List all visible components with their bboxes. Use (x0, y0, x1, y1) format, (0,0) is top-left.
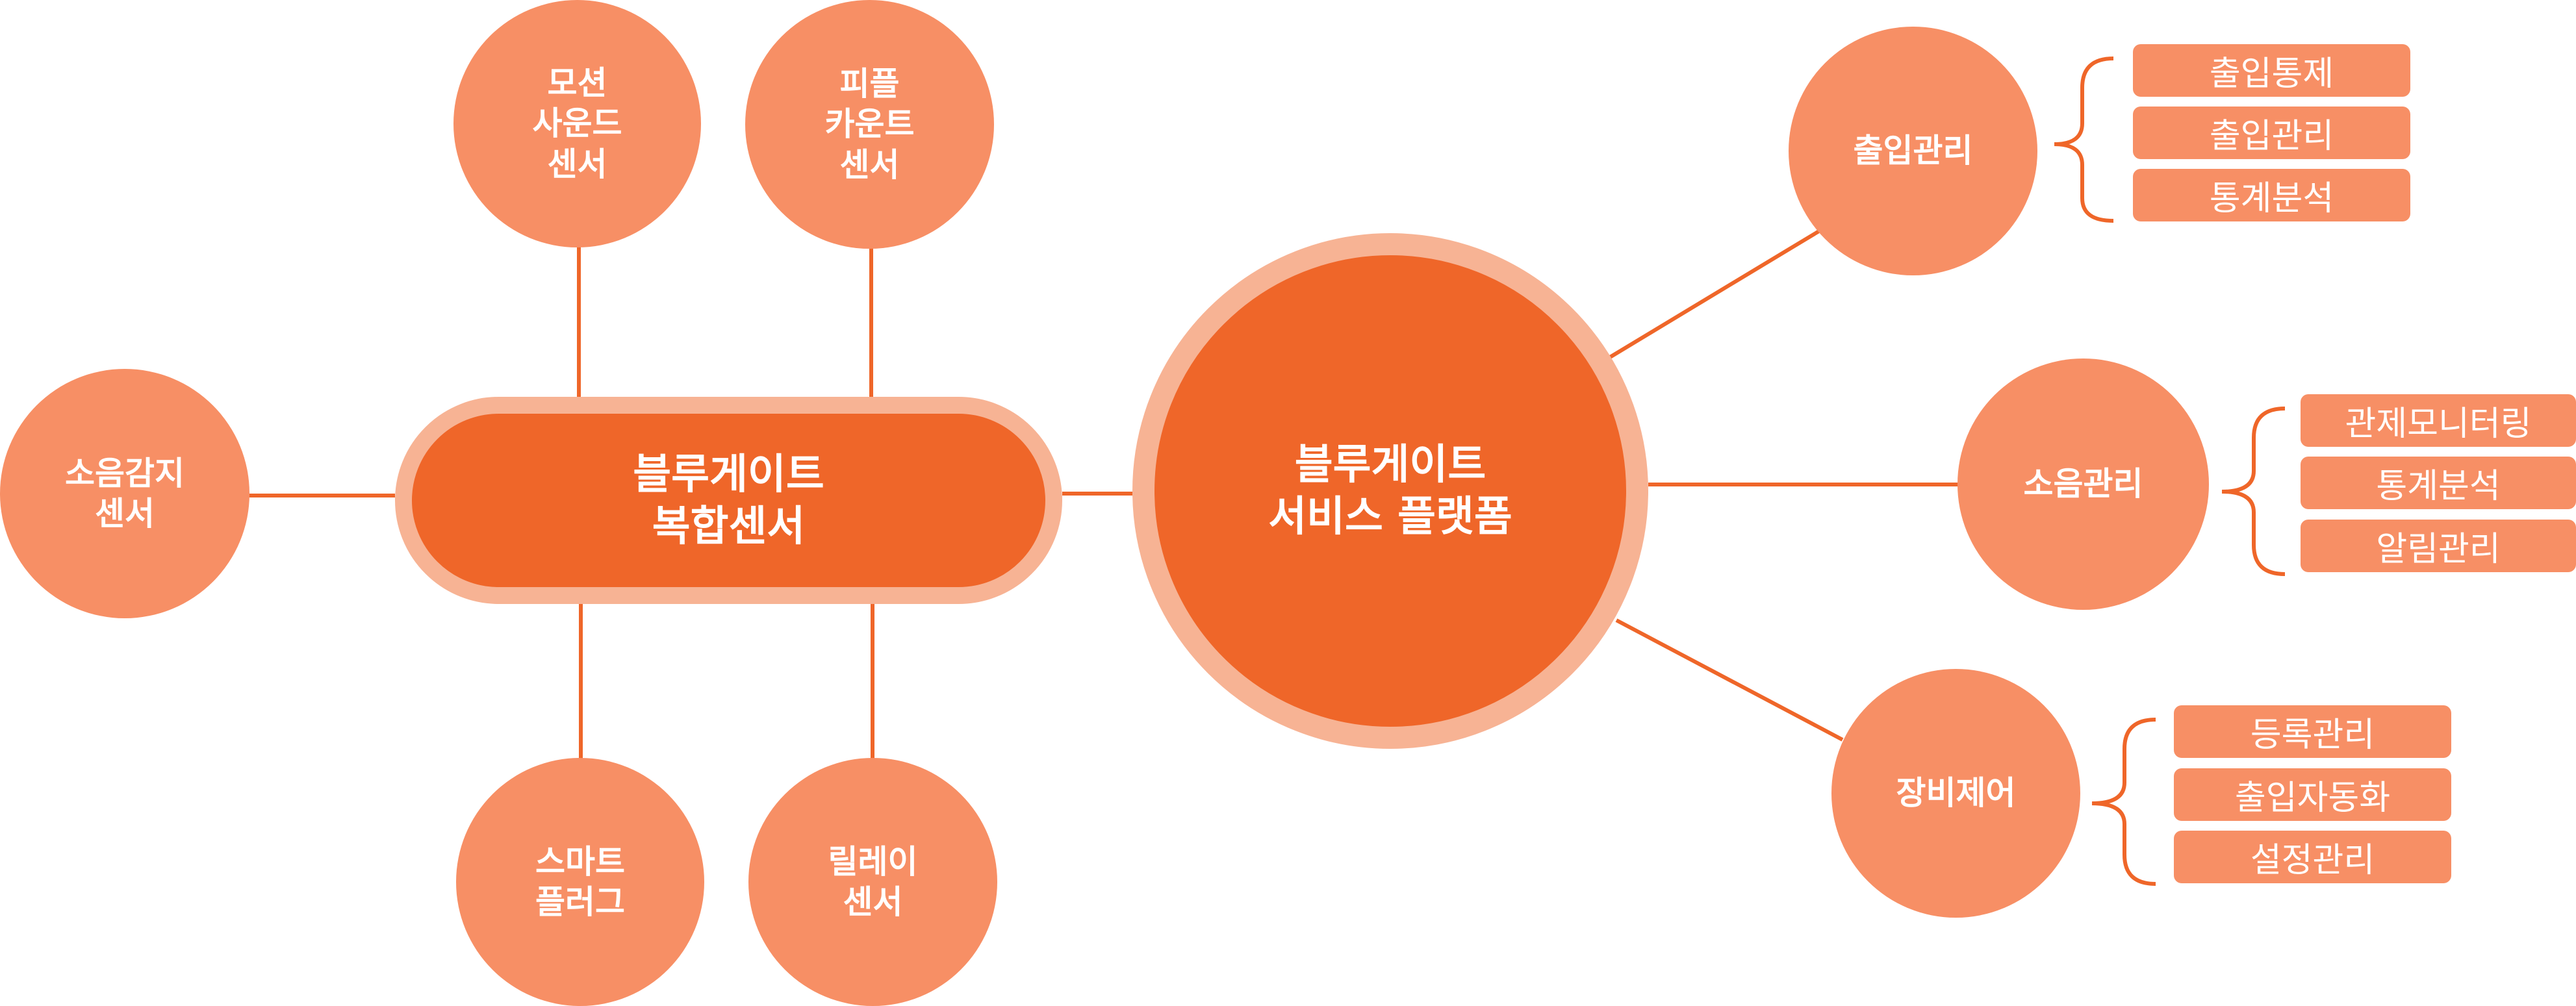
connector-device-control (1615, 618, 1844, 742)
people-count-sensor-node: 피플 카운트 센서 (745, 0, 994, 249)
noise-management-node: 소음관리 (1958, 358, 2209, 610)
node-label-line: 플러그 (535, 883, 625, 921)
node-label-line: 카운트 (824, 105, 915, 144)
connector-access-management (1609, 228, 1822, 359)
subitem-noise-statistics: 통계분석 (2301, 457, 2576, 509)
brace-device-control (2091, 718, 2156, 886)
subitem-alert-management: 알림관리 (2301, 520, 2576, 572)
subitem-settings: 설정관리 (2174, 831, 2451, 883)
relay-sensor-node: 릴레이 센서 (748, 758, 997, 1006)
device-control-node: 장비제어 (1831, 669, 2080, 918)
node-label-line: 센서 (843, 883, 903, 921)
subitem-access-control: 출입통제 (2133, 44, 2410, 97)
node-label-line: 릴레이 (828, 842, 918, 881)
node-label-line: 소음감지 (65, 454, 185, 492)
node-label-line: 피플 (839, 64, 900, 103)
sensor-hub-title-line: 복합센서 (652, 502, 806, 551)
smart-plug-node: 스마트 플러그 (456, 758, 704, 1006)
service-label: 출입관리 (1853, 132, 1973, 170)
node-label-line: 모션 (547, 64, 607, 102)
brace-access-management (2054, 57, 2114, 223)
sensor-hub: 블루게이트 복합센서 (395, 397, 1062, 604)
subitem-registration: 등록관리 (2174, 705, 2451, 758)
subitem-monitoring: 관제모니터링 (2301, 394, 2576, 447)
node-label-line: 센서 (95, 495, 155, 533)
access-management-node: 출입관리 (1789, 27, 2037, 275)
subitem-access-management: 출입관리 (2133, 107, 2410, 159)
node-label-line: 사운드 (532, 105, 622, 143)
platform-hub-title-line: 블루게이트 (1294, 441, 1486, 489)
node-label-line: 센서 (547, 145, 607, 183)
subitem-access-statistics: 통계분석 (2133, 169, 2410, 221)
noise-detection-sensor-node: 소음감지 센서 (0, 369, 249, 618)
platform-hub-title-line: 서비스 플랫폼 (1268, 493, 1512, 541)
service-label: 소음관리 (2023, 465, 2143, 503)
platform-hub: 블루게이트 서비스 플랫폼 (1132, 233, 1648, 749)
node-label-line: 스마트 (535, 842, 625, 881)
node-label-line: 센서 (839, 145, 900, 184)
sensor-hub-title-line: 블루게이트 (633, 450, 824, 499)
motion-sound-sensor-node: 모션 사운드 센서 (453, 0, 701, 247)
brace-noise-management (2221, 407, 2286, 576)
subitem-access-automation: 출입자동화 (2174, 768, 2451, 821)
service-label: 장비제어 (1896, 774, 2016, 812)
